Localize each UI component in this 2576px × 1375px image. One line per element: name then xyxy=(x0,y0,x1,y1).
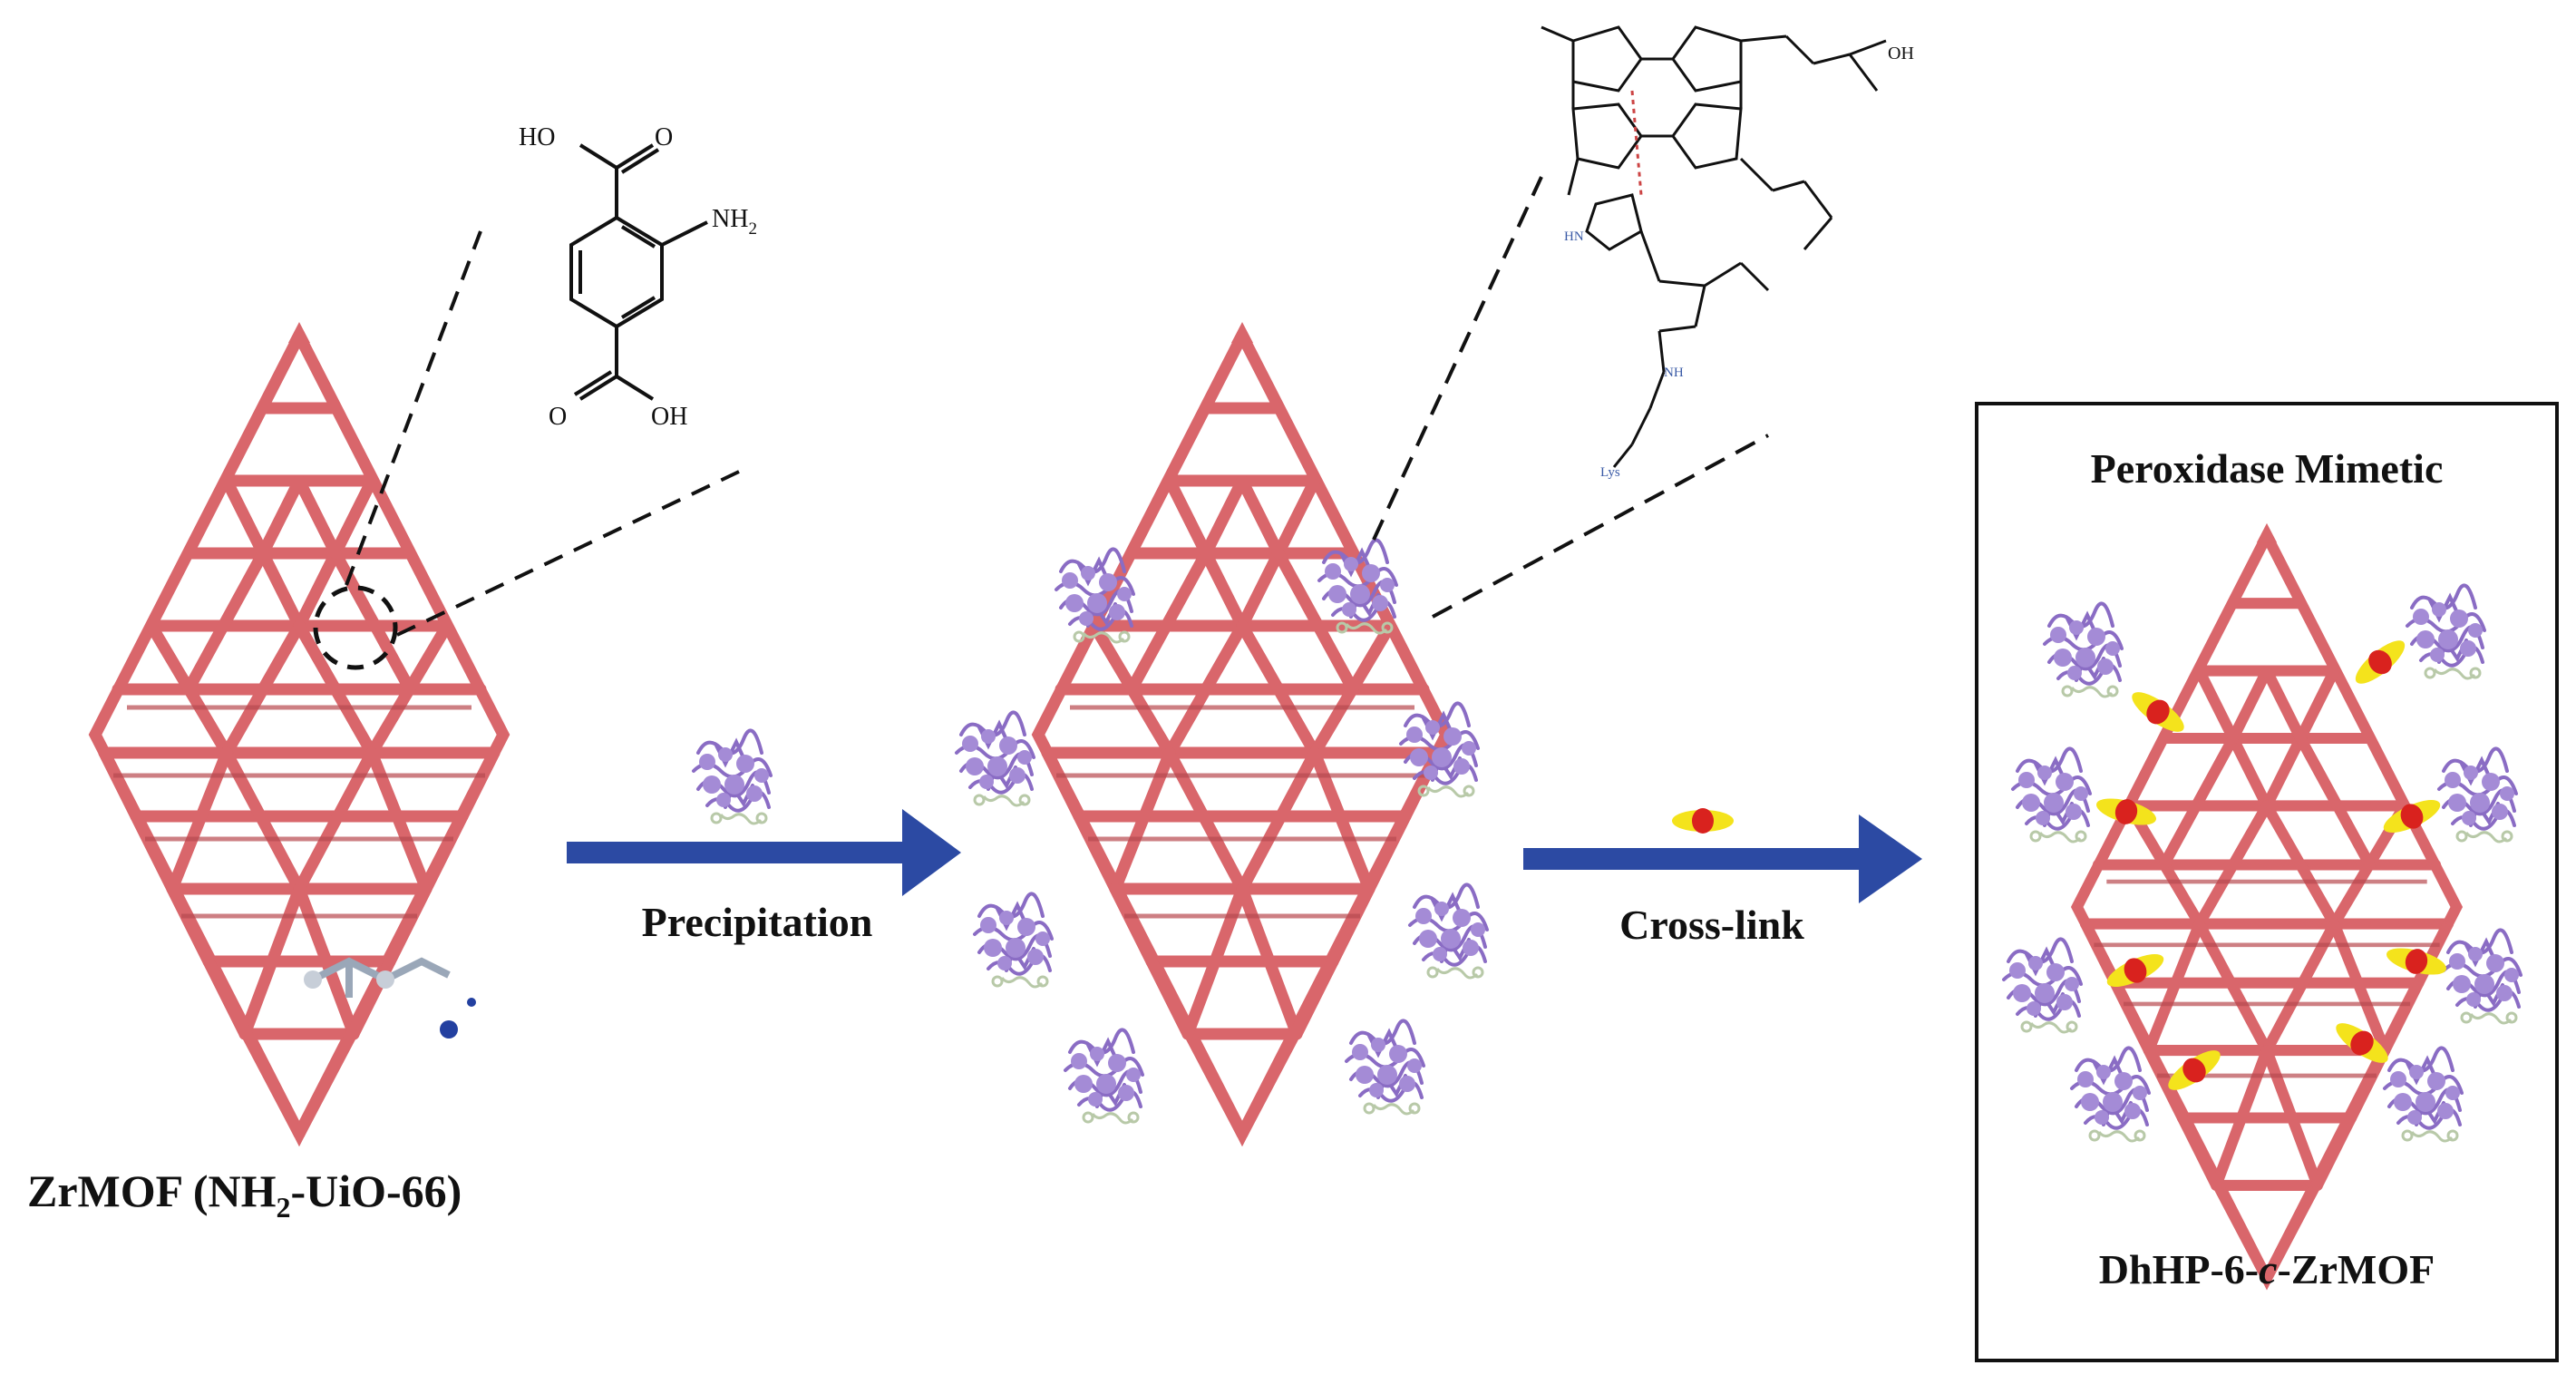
enzyme-cluster-icon xyxy=(692,728,773,825)
zoom-line-left xyxy=(1372,176,1543,541)
heme-nh-label: NH xyxy=(1664,366,1684,380)
crosslinker-icon xyxy=(1672,808,1734,834)
arrow-icon xyxy=(567,809,961,896)
heme-peptide-structure xyxy=(1541,25,1887,468)
zoom-line-left xyxy=(345,230,482,586)
mof-octahedron-icon xyxy=(1038,322,1446,1134)
acid-oh-label: OH xyxy=(651,403,687,431)
heme-lys-label: Lys xyxy=(1600,465,1620,480)
heme-hn-label: HN xyxy=(1564,229,1584,244)
crosslink-label: Cross-link xyxy=(1619,902,1804,948)
carbonyl-o-top-label: O xyxy=(655,123,673,151)
enzyme-cluster-icon xyxy=(1345,1019,1425,1116)
enzyme-cluster-icon xyxy=(1408,883,1489,980)
precipitation-label: Precipitation xyxy=(642,899,873,945)
amine-label: NH2 xyxy=(712,205,757,239)
arrow-icon xyxy=(1523,814,1922,903)
zrmof-label: ZrMOF (NH2-UiO-66) xyxy=(27,1165,462,1224)
ligand-ball-stick-icon xyxy=(304,957,476,1039)
zoom-line-right xyxy=(396,470,740,637)
enzyme-cluster-icon xyxy=(1064,1028,1144,1125)
heme-oh-label: OH xyxy=(1888,44,1914,63)
carbonyl-o-bottom-label: O xyxy=(549,403,567,431)
zrmof-panel: HO O NH2 O OH ZrMOF (NH2-UiO-66) xyxy=(27,123,757,1224)
crosslink-step: Cross-link xyxy=(1523,808,1922,948)
enzyme-cluster-icon xyxy=(973,892,1054,989)
product-label: DhHP-6-c-ZrMOF xyxy=(2099,1246,2435,1292)
aminoterephthalic-acid-structure xyxy=(569,143,708,401)
acid-ho-label: HO xyxy=(519,123,555,151)
enzyme-cluster-icon xyxy=(955,710,1035,807)
enzyme-mof-panel: OH HN NH Lys xyxy=(955,25,1914,1134)
zoom-line-right xyxy=(1432,434,1769,619)
product-panel: Peroxidase Mimetic DhHP-6-c-ZrMOF xyxy=(1975,402,2559,1362)
precipitation-step: Precipitation xyxy=(567,728,961,945)
highlight-circle xyxy=(313,585,398,670)
box-title: Peroxidase Mimetic xyxy=(2091,445,2444,492)
mof-octahedron-icon xyxy=(95,322,503,1134)
